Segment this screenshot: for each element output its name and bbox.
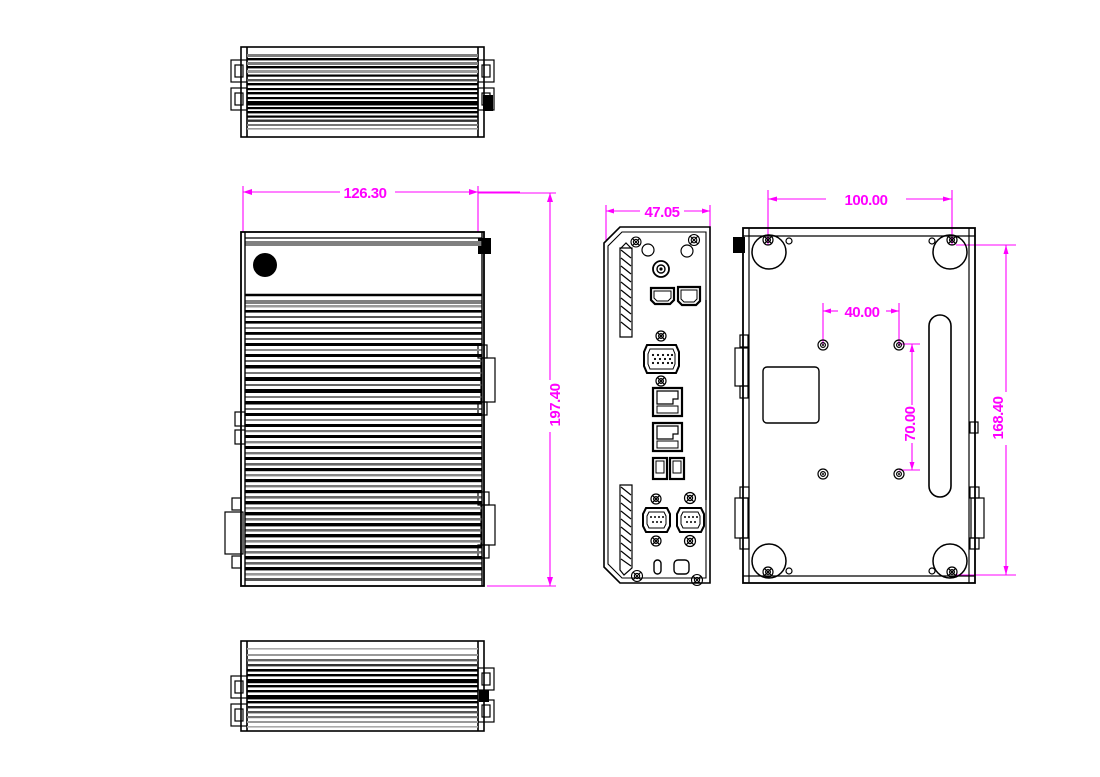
vent-grille-lower: [619, 484, 633, 576]
vesa-screw-hole-bl: [817, 468, 829, 480]
dimension-io-width: [605, 205, 711, 240]
corner-screw-br: [946, 566, 958, 578]
small-hole-bl: [785, 567, 793, 575]
vesa-screw-hole-br: [893, 468, 905, 480]
io-screw-top-left: [630, 236, 642, 248]
dim-label-126-30: 126.30: [344, 185, 387, 202]
serial-port-2: [676, 491, 705, 548]
corner-screw-tr: [946, 234, 958, 246]
io-panel-view: [603, 205, 711, 587]
dim-label-70-00: 70.00: [902, 406, 919, 441]
dim-label-168-40: 168.40: [990, 396, 1007, 439]
corner-mount-hole-br: [932, 543, 968, 579]
antenna-hole-2: [680, 244, 694, 258]
small-hole-tr: [928, 237, 936, 245]
vent-grille-upper: [619, 242, 633, 338]
top-side-view: [230, 46, 495, 138]
hdmi-port-2: [676, 285, 702, 307]
io-screw-top-right: [687, 233, 701, 247]
dimension-labels: 126.30 197.40 47.05 100.00 40.00 70.00 1…: [344, 185, 1007, 442]
top-view-body: [240, 46, 485, 138]
usb-port-2: [668, 456, 686, 481]
left-edge-connectors: [734, 334, 750, 550]
dc-power-jack: [652, 260, 670, 278]
bottom-plate-outline: [742, 227, 976, 584]
io-panel-outline: [603, 226, 711, 584]
io-panel-inner: [607, 231, 707, 579]
corner-mount-hole-bl: [751, 543, 787, 579]
side-bracket-left-bottom: [230, 675, 248, 727]
lan-port-2: [651, 421, 684, 453]
small-hole-tl: [785, 237, 793, 245]
top-view-fins: [247, 54, 478, 130]
corner-screw-bl: [762, 566, 774, 578]
dimension-width-top: [242, 186, 520, 232]
antenna-hole-1: [641, 243, 655, 257]
dimension-height-right: [478, 192, 556, 587]
vesa-screw-hole-tr: [893, 339, 905, 351]
bottom-view-fins: [247, 648, 478, 728]
corner-screw-tl: [762, 234, 774, 246]
access-slot: [928, 314, 952, 498]
dim-label-47-05: 47.05: [644, 204, 679, 221]
vga-port: [643, 330, 680, 387]
right-edge-connectors: [969, 421, 985, 550]
bottom-view-body: [240, 640, 485, 732]
left-edge-tab: [733, 237, 745, 253]
io-screw-bottom-left: [630, 569, 644, 583]
dimension-mount-width: [822, 303, 900, 345]
front-view: [224, 186, 556, 587]
vesa-screw-hole-tl: [817, 339, 829, 351]
bottom-plate-view: [733, 190, 1016, 584]
small-hole-br: [928, 567, 936, 575]
io-screw-bottom-right: [690, 573, 704, 587]
dim-label-40-00: 40.00: [844, 304, 879, 321]
lan-port-1: [651, 386, 684, 418]
dim-label-100-00: 100.00: [845, 192, 888, 209]
usb-port-1: [651, 456, 669, 481]
bottom-side-view: [230, 640, 495, 732]
serial-port-1: [642, 493, 671, 547]
hdmi-port-1: [649, 286, 676, 306]
dim-label-197-40: 197.40: [547, 383, 564, 426]
front-heatsink-fins: [245, 300, 482, 581]
front-view-body: [240, 231, 485, 587]
reset-button[interactable]: [653, 559, 662, 575]
led-indicator: [673, 559, 690, 575]
label-plate-area: [762, 366, 820, 424]
power-button[interactable]: [253, 253, 277, 277]
